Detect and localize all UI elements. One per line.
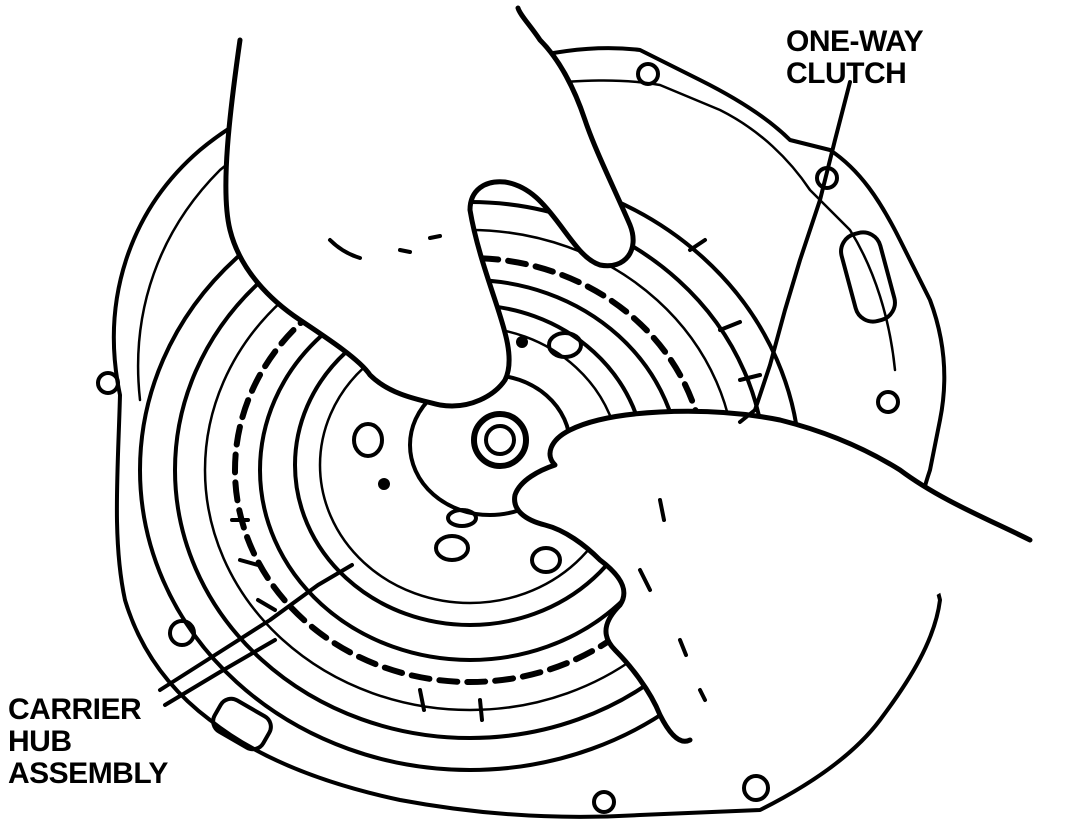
lower-hand-finger-line (638, 498, 707, 702)
carrier-hole (352, 422, 384, 458)
carrier-hole (547, 331, 583, 359)
carrier-pin (516, 336, 528, 348)
one-way-clutch-label: ONE-WAY CLUTCH (786, 25, 924, 90)
bolt-hole (168, 619, 196, 647)
one-way-clutch-label-line-2: CLUTCH (786, 57, 907, 90)
carrier-hub-label-line-3: ASSEMBLY (8, 757, 168, 790)
carrier-hub-assembly-label: CARRIER HUB ASSEMBLY (8, 694, 168, 790)
bolt-hole (636, 62, 660, 86)
upper-hand (223, 5, 636, 409)
carrier-hole (530, 546, 562, 574)
carrier-pin (378, 478, 390, 490)
bolt-hole (592, 790, 616, 814)
hub-nut-inner (484, 424, 516, 456)
lower-hand (512, 408, 1033, 744)
carrier-hub-leader-2 (163, 638, 277, 707)
upper-hand-finger-line (328, 234, 442, 260)
clutch-teeth (230, 238, 762, 722)
carrier-hole (434, 534, 470, 562)
one-way-clutch-leader-tip (738, 408, 757, 424)
bolt-hole (742, 774, 770, 802)
hub-nut (471, 411, 529, 469)
one-way-clutch-leader (753, 80, 852, 412)
carrier-hub-leader (158, 563, 354, 692)
carrier-hub-label-line-2: HUB (8, 725, 72, 758)
carrier-hub-label-line-1: CARRIER (8, 693, 142, 726)
bolt-hole (876, 390, 900, 414)
bolt-hole (96, 371, 120, 395)
one-way-clutch-label-line-1: ONE-WAY (786, 25, 924, 58)
case-slot (211, 696, 273, 752)
case-slot (839, 230, 897, 324)
